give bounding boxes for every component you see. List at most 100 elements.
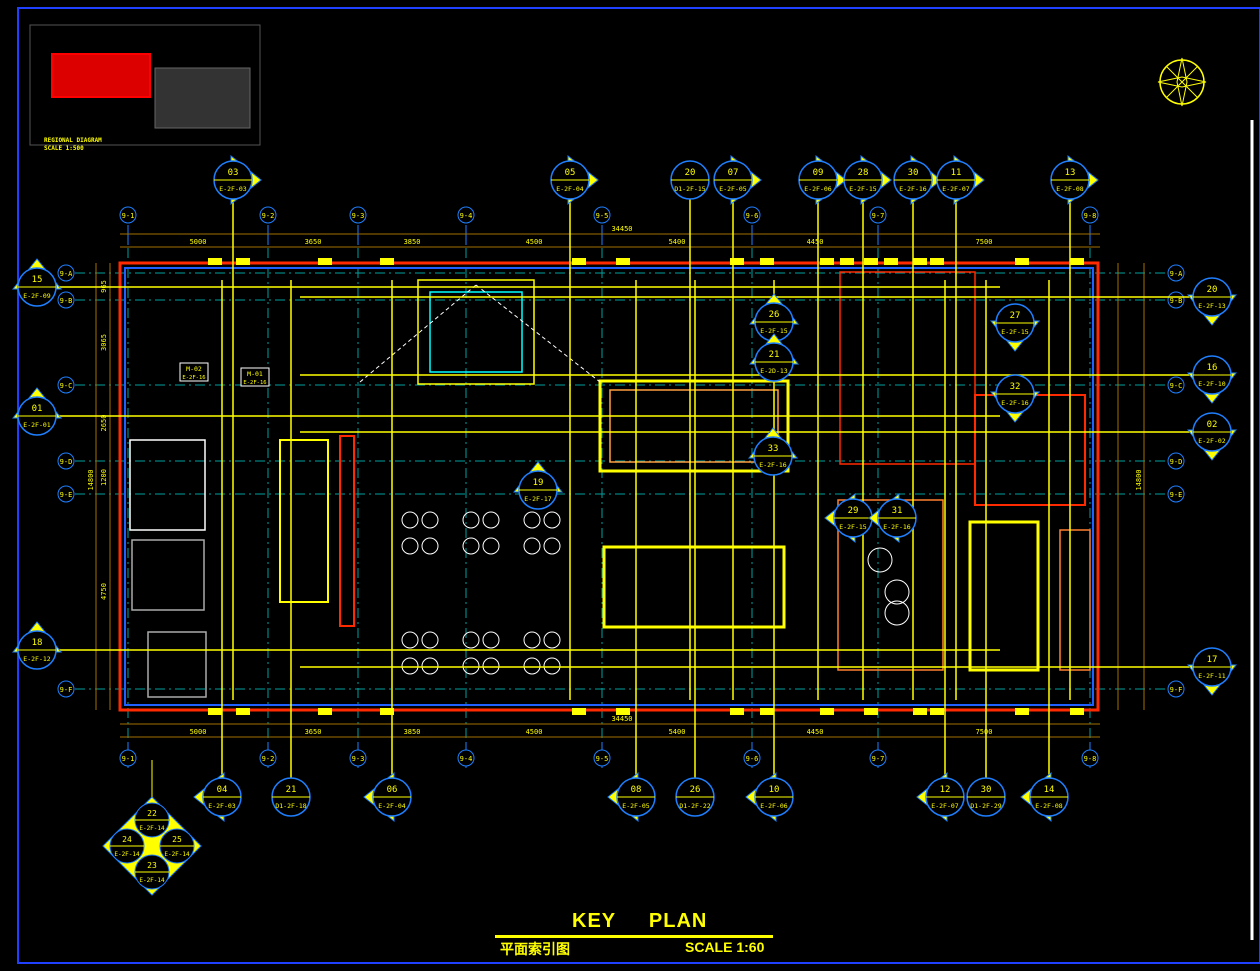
marker-number: 11	[951, 168, 962, 178]
dimension-label: 3850	[404, 238, 421, 246]
elevation-marker-06: 06E-2F-04	[363, 280, 412, 823]
tag-box	[240, 367, 270, 387]
axis-bubble-label: 9-8	[1084, 212, 1097, 220]
column-block	[318, 258, 332, 265]
dimension-label: 3650	[305, 238, 322, 246]
side-display	[968, 520, 1040, 672]
column-block	[820, 708, 834, 715]
dimension-label: 4500	[526, 728, 543, 736]
axis-bubble-label: 9-A	[1170, 270, 1183, 278]
elevation-marker-33: 33E-2F-16	[747, 427, 799, 476]
marker-reference: E-2F-15	[839, 523, 866, 531]
axis-bubble-label: 9-8	[1084, 755, 1097, 763]
marker-number: 20	[685, 168, 696, 178]
restroom-block	[839, 271, 976, 465]
tag-box	[179, 362, 209, 382]
axis-bubble-label: 9-C	[60, 382, 73, 390]
elevation-marker-31: 31E-2F-16	[868, 492, 917, 544]
marker-reference: E-2F-07	[931, 802, 958, 810]
marker-number: 05	[565, 168, 576, 178]
column-block	[208, 258, 222, 265]
tag-reference: E-2F-16	[182, 375, 205, 381]
axis-bubble-label: 9-6	[746, 755, 759, 763]
axis-bubble	[869, 749, 887, 767]
axis-bubble-label: 9-F	[1170, 686, 1183, 694]
tag-number: M-01	[247, 370, 263, 378]
marker-reference: D1-2F-29	[970, 802, 1001, 810]
chair	[401, 657, 419, 675]
marker-number: 15	[32, 275, 43, 285]
display-table	[279, 439, 329, 603]
dimension-label: 5400	[669, 238, 686, 246]
column-block	[380, 258, 394, 265]
vip-room	[974, 394, 1086, 506]
elevation-marker-17: 17E-2F-11	[300, 647, 1238, 696]
regional-diagram-caption: REGIONAL DIAGRAM SCALE 1:500	[44, 137, 102, 153]
marker-number: 26	[690, 785, 701, 795]
marker-number: 18	[32, 638, 43, 648]
elevation-marker-21: 21E-2D-13	[748, 333, 800, 382]
chair	[401, 631, 419, 649]
elevation-marker-26: 26E-2F-15	[748, 293, 800, 342]
elevation-marker-32: 32E-2F-16	[989, 374, 1041, 423]
elevation-marker-28: 28E-2F-15	[843, 154, 892, 700]
tag-reference: E-2F-16	[243, 380, 266, 386]
dimension-overall: 34450	[611, 225, 632, 233]
marker-number: 23	[147, 861, 157, 870]
elevation-marker-11: 11E-2F-07	[936, 154, 985, 700]
axis-bubble	[743, 749, 761, 767]
axis-bubble	[57, 376, 75, 394]
axis-bubble	[349, 206, 367, 224]
axis-bubble	[119, 749, 137, 767]
marker-number: 02	[1207, 420, 1218, 430]
marker-number: 12	[940, 785, 951, 795]
marker-reference: E-2F-10	[1198, 380, 1225, 388]
marker-number: 13	[1065, 168, 1076, 178]
marker-number: 21	[769, 350, 780, 360]
axis-bubble	[593, 206, 611, 224]
marker-reference: E-2F-17	[524, 495, 551, 503]
column-block	[730, 258, 744, 265]
chair	[482, 511, 500, 529]
axis-bubble	[1081, 749, 1099, 767]
marker-number: 04	[217, 785, 228, 795]
elevation-marker-18: 18E-2F-12	[11, 621, 1000, 670]
display-shelf	[339, 435, 355, 627]
ceiling-feature-inner	[429, 291, 523, 373]
axis-bubble-label: 9-1	[122, 212, 135, 220]
axis-bubble	[259, 749, 277, 767]
dimension-label: 4750	[100, 583, 108, 600]
chair	[401, 511, 419, 529]
elevation-marker-20: 20E-2F-13	[300, 277, 1238, 326]
chair	[523, 631, 541, 649]
marker-number: 27	[1010, 311, 1021, 321]
marker-reference: E-2F-11	[1198, 672, 1225, 680]
column-block	[864, 258, 878, 265]
marker-reference: E-2F-15	[1001, 328, 1028, 336]
elevation-marker-10: 10E-2F-06	[745, 280, 794, 823]
title-underline	[495, 935, 773, 938]
side-shelf	[1059, 529, 1091, 671]
elevation-marker-08: 08E-2F-05	[607, 280, 656, 823]
adjacent-building	[154, 67, 251, 129]
marker-number: 21	[286, 785, 297, 795]
column-block	[840, 258, 854, 265]
column-block	[820, 258, 834, 265]
marker-reference: E-2F-04	[556, 185, 583, 193]
column-block	[572, 708, 586, 715]
column-block	[1070, 258, 1084, 265]
dimension-label: 7500	[976, 238, 993, 246]
column-block	[616, 708, 630, 715]
marker-number: 30	[908, 168, 919, 178]
column-block	[208, 708, 222, 715]
chair	[421, 657, 439, 675]
chair	[523, 537, 541, 555]
column-block	[913, 708, 927, 715]
marker-number: 22	[147, 809, 157, 818]
chair	[543, 511, 561, 529]
axis-bubble-label: 9-E	[60, 491, 73, 499]
